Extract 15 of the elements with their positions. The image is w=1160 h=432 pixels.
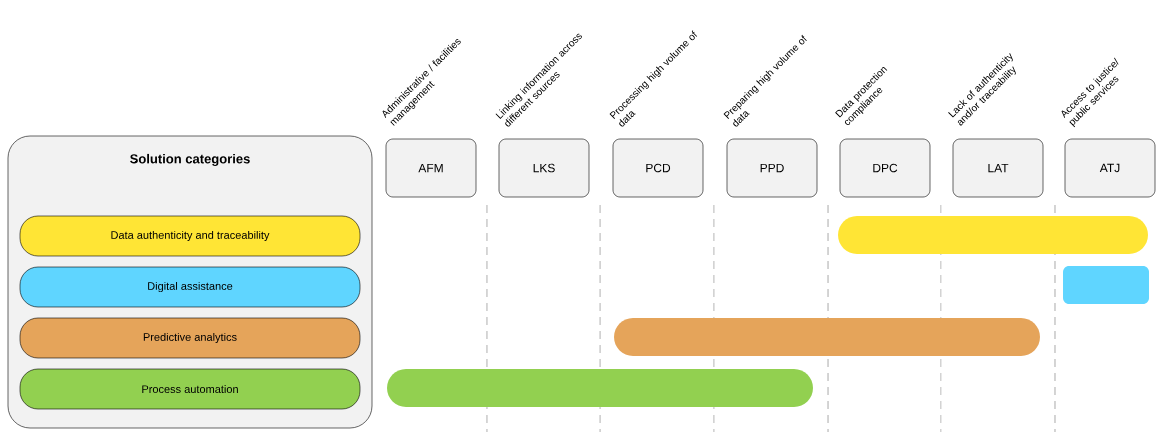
category-pill: Predictive analytics xyxy=(19,317,361,359)
coverage-bar xyxy=(387,369,813,407)
coverage-bar xyxy=(614,318,1040,356)
category-pill: Data authenticity and traceability xyxy=(19,215,361,257)
column-header-box: ATJ xyxy=(1064,138,1156,198)
column-header-box: PCD xyxy=(612,138,704,198)
column-header-box: DPC xyxy=(839,138,931,198)
coverage-bar xyxy=(1063,266,1149,304)
column-header-box: LKS xyxy=(498,138,590,198)
coverage-bar xyxy=(838,216,1148,254)
category-pill: Process automation xyxy=(19,368,361,410)
category-pill: Digital assistance xyxy=(19,266,361,308)
column-header-box: AFM xyxy=(385,138,477,198)
column-header-box: PPD xyxy=(726,138,818,198)
column-header-box: LAT xyxy=(952,138,1044,198)
